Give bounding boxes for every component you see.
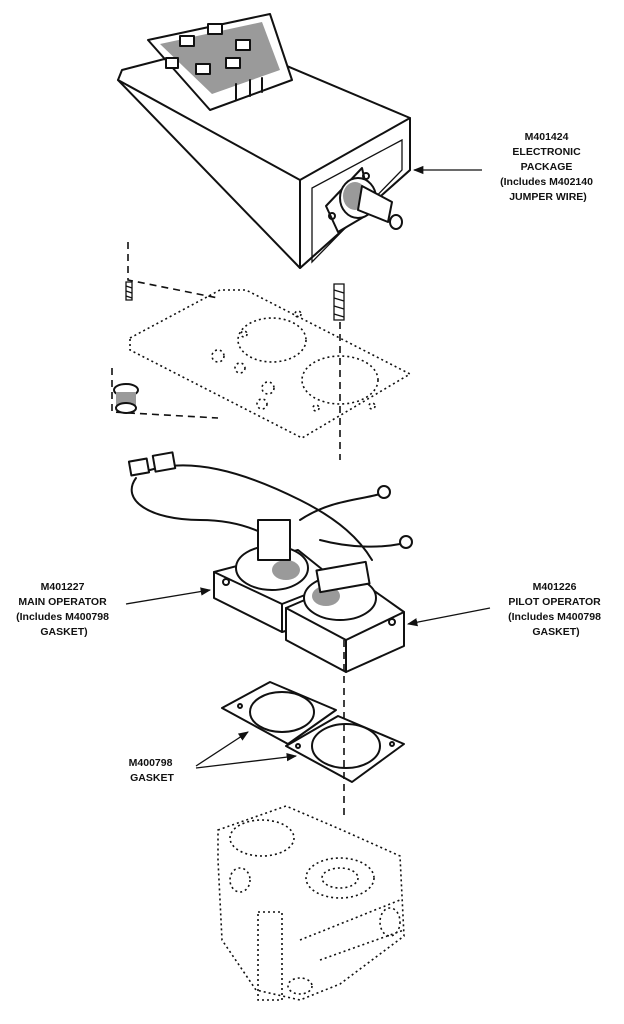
main-operator-label: M401227 MAIN OPERATOR (Includes M400798 … bbox=[16, 581, 112, 638]
main-operator-label-line: (Includes M400798 bbox=[16, 611, 109, 623]
main-operator-label-line: GASKET) bbox=[40, 626, 87, 638]
electronic-package-label-line: JUMPER WIRE) bbox=[509, 191, 587, 203]
pilot-operator-label-line: (Includes M400798 bbox=[508, 611, 601, 623]
callout-arrows bbox=[125, 165, 491, 769]
pilot-operator-label: M401226 PILOT OPERATOR (Includes M400798… bbox=[508, 581, 604, 638]
pilot-operator-label-line: M401226 bbox=[533, 581, 577, 593]
electronic-package-label-line: PACKAGE bbox=[521, 161, 573, 173]
left-screw bbox=[125, 281, 133, 301]
valve-body bbox=[217, 805, 405, 1001]
electronic-package-label-line: M401424 bbox=[525, 131, 569, 143]
main-operator-label-line: MAIN OPERATOR bbox=[18, 596, 107, 608]
electronic-package-label-line: ELECTRONIC bbox=[512, 146, 581, 158]
gasket-label-line: GASKET bbox=[130, 772, 174, 784]
main-operator-label-line: M401227 bbox=[41, 581, 85, 593]
pilot-operator-label-line: GASKET) bbox=[532, 626, 579, 638]
mounting-screws bbox=[111, 242, 345, 460]
electronic-package-label-line: (Includes M402140 bbox=[500, 176, 593, 188]
gasket-plate bbox=[129, 289, 412, 439]
gasket-pair bbox=[221, 681, 405, 783]
gasket-label-line: M400798 bbox=[129, 757, 173, 769]
pilot-operator-label-line: PILOT OPERATOR bbox=[508, 596, 601, 608]
electronic-package bbox=[117, 13, 411, 269]
right-screw bbox=[333, 283, 345, 321]
gasket-label: M400798 GASKET bbox=[129, 757, 176, 784]
electronic-package-label: M401424 ELECTRONIC PACKAGE (Includes M40… bbox=[500, 131, 596, 203]
pilot-operator bbox=[285, 560, 405, 673]
left-nut bbox=[113, 383, 139, 414]
